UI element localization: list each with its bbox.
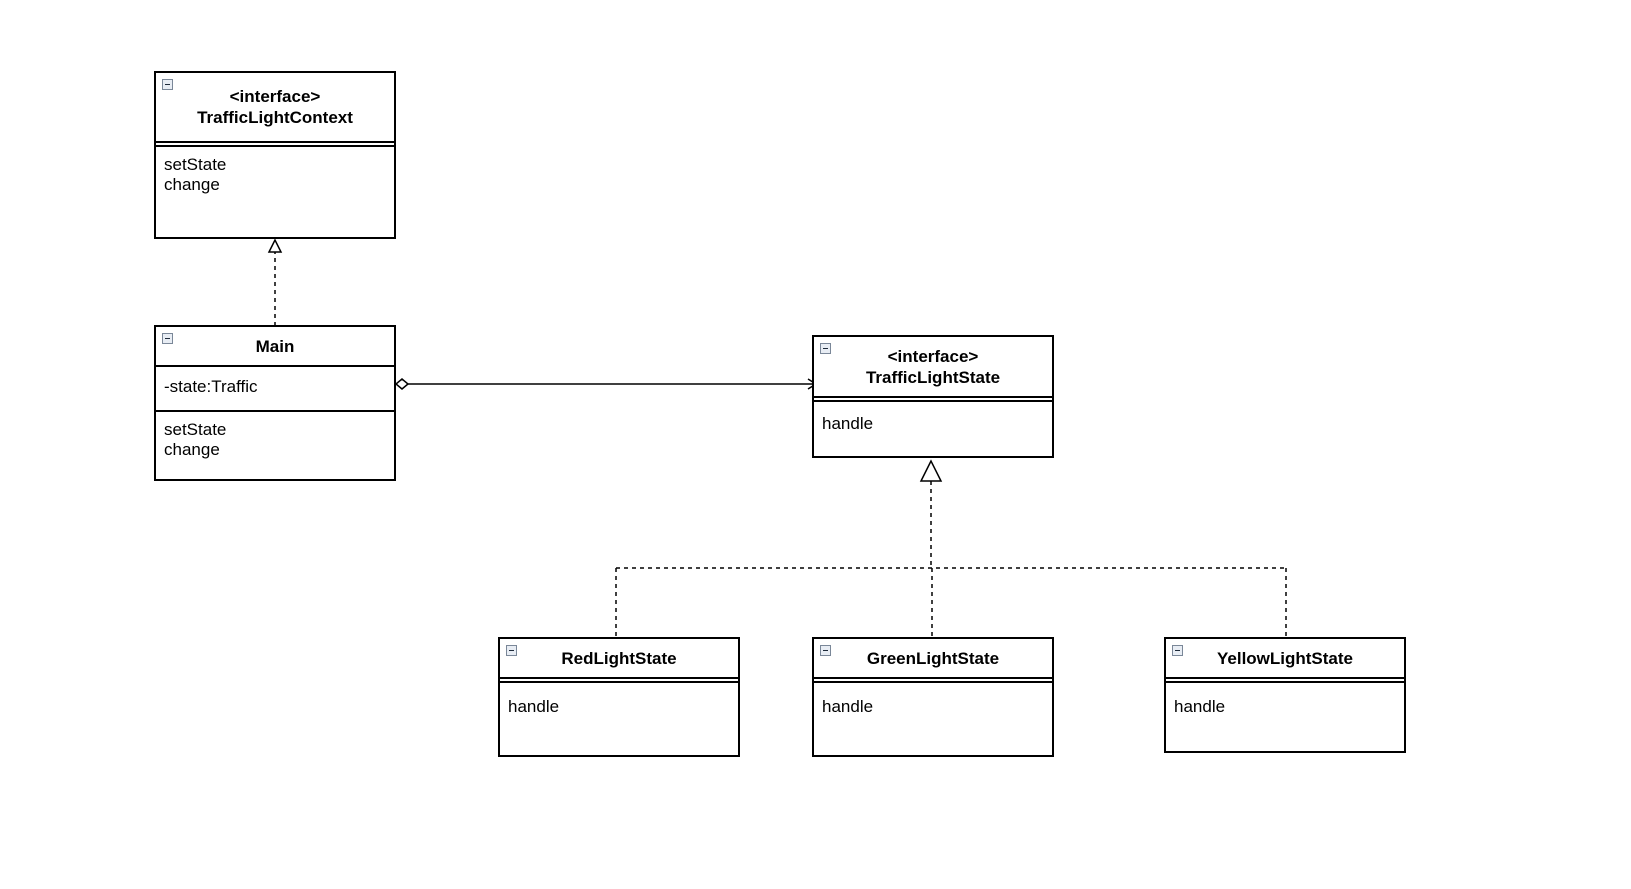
operations-compartment[interactable]: handle bbox=[1166, 683, 1404, 717]
operation: change bbox=[164, 440, 220, 459]
empty-attributes-compartment bbox=[1166, 679, 1404, 683]
attribute: -state:Traffic bbox=[164, 377, 258, 396]
class-header[interactable]: YellowLightState bbox=[1166, 639, 1404, 679]
empty-attributes-compartment bbox=[814, 398, 1052, 402]
collapse-icon[interactable] bbox=[506, 645, 517, 656]
class-header[interactable]: <interface> TrafficLightContext bbox=[156, 73, 394, 143]
class-name: TrafficLightContext bbox=[197, 108, 353, 127]
collapse-icon[interactable] bbox=[162, 333, 173, 344]
stereotype-label: <interface> bbox=[887, 346, 979, 366]
class-traffic-light-context[interactable]: <interface> TrafficLightContext setState… bbox=[154, 71, 396, 239]
operation: handle bbox=[822, 414, 874, 433]
collapse-icon[interactable] bbox=[820, 343, 831, 354]
class-header[interactable]: <interface> TrafficLightState bbox=[814, 337, 1052, 398]
realization-arrowhead-state bbox=[919, 459, 943, 482]
operations-compartment[interactable]: handle bbox=[814, 683, 1052, 717]
operations-compartment[interactable]: handle bbox=[500, 683, 738, 717]
class-traffic-light-state[interactable]: <interface> TrafficLightState handle bbox=[812, 335, 1054, 458]
operations-compartment[interactable]: setState change bbox=[156, 412, 394, 460]
aggregation-diamond bbox=[394, 378, 410, 390]
operation: handle bbox=[1174, 697, 1226, 716]
stereotype-label: <interface> bbox=[229, 87, 321, 106]
class-name: TrafficLightState bbox=[865, 367, 1001, 387]
class-header[interactable]: RedLightState bbox=[500, 639, 738, 679]
class-yellow-light-state[interactable]: YellowLightState handle bbox=[1164, 637, 1406, 753]
operation: setState bbox=[164, 420, 227, 439]
class-header[interactable]: Main bbox=[156, 327, 394, 367]
operation: setState bbox=[164, 155, 227, 174]
collapse-icon[interactable] bbox=[162, 79, 173, 90]
operations-compartment[interactable]: handle bbox=[814, 402, 1052, 434]
empty-attributes-compartment bbox=[814, 679, 1052, 683]
collapse-icon[interactable] bbox=[1172, 645, 1183, 656]
empty-attributes-compartment bbox=[156, 143, 394, 147]
class-header[interactable]: GreenLightState bbox=[814, 639, 1052, 679]
collapse-icon[interactable] bbox=[820, 645, 831, 656]
class-green-light-state[interactable]: GreenLightState handle bbox=[812, 637, 1054, 757]
operation: handle bbox=[508, 697, 560, 716]
class-main[interactable]: Main -state:Traffic setState change bbox=[154, 325, 396, 481]
realization-arrowhead-context bbox=[267, 238, 283, 253]
class-name: YellowLightState bbox=[1216, 648, 1354, 668]
attributes-compartment[interactable]: -state:Traffic bbox=[156, 367, 394, 412]
operations-compartment[interactable]: setState change bbox=[156, 147, 394, 195]
operation: change bbox=[164, 175, 220, 194]
class-red-light-state[interactable]: RedLightState handle bbox=[498, 637, 740, 757]
empty-attributes-compartment bbox=[500, 679, 738, 683]
class-name: GreenLightState bbox=[866, 648, 1000, 668]
class-name: RedLightState bbox=[561, 648, 677, 668]
operation: handle bbox=[822, 697, 874, 716]
class-name: Main bbox=[255, 336, 295, 356]
